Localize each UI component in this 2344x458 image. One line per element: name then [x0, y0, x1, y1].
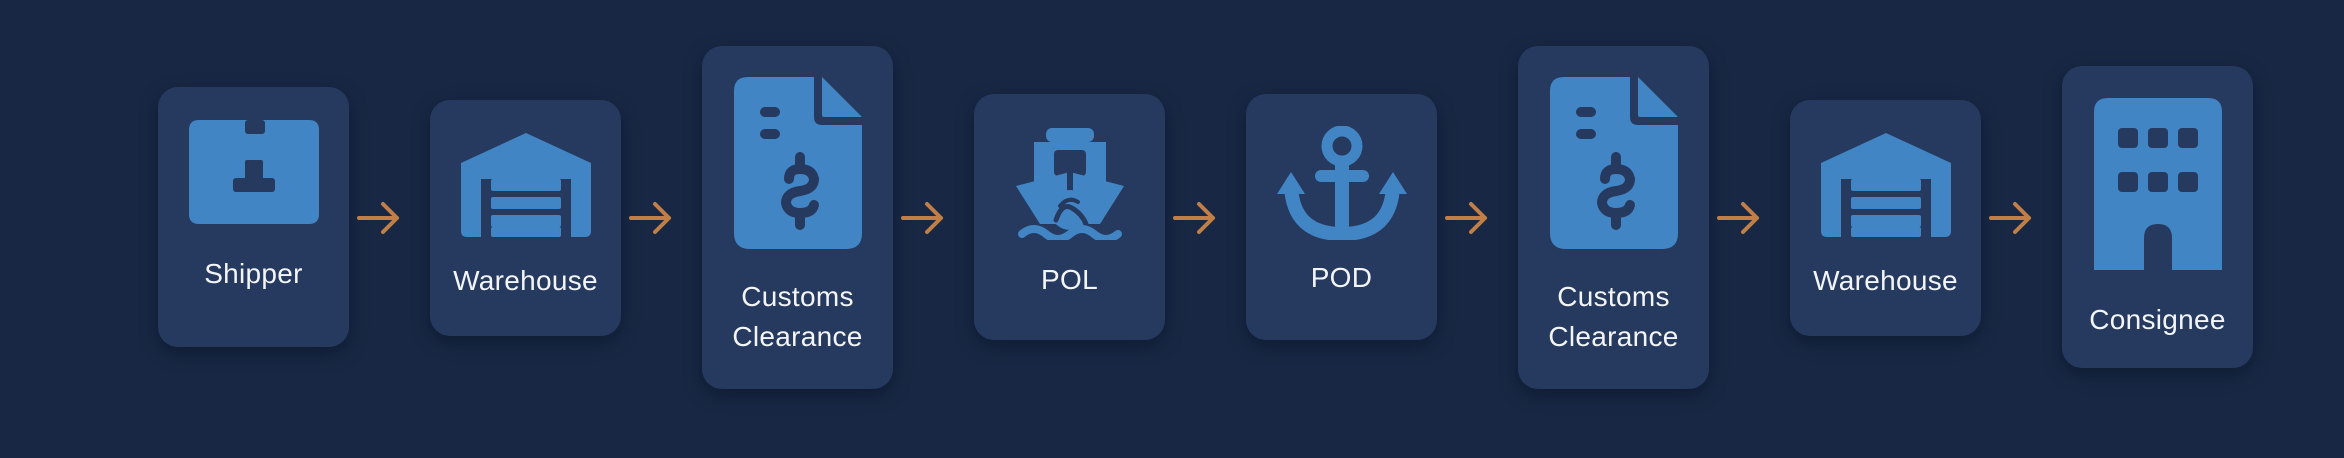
- step-warehouse-origin: Warehouse: [430, 100, 621, 336]
- arrow-right-icon: [629, 202, 671, 234]
- arrow-right-icon: [1989, 202, 2031, 234]
- arrow-right-icon: [1173, 202, 1215, 234]
- package-icon: [188, 120, 319, 224]
- step-pod: POD: [1246, 94, 1437, 340]
- step-label: POL: [1041, 264, 1098, 295]
- building-icon: [2093, 98, 2222, 270]
- step-warehouse-destination: Warehouse: [1790, 100, 1981, 336]
- step-label: Consignee: [2089, 304, 2226, 335]
- anchor-icon: [1276, 126, 1407, 240]
- arrow-right-icon: [901, 202, 943, 234]
- ship-icon: [1015, 128, 1124, 240]
- invoice-dollar-icon: [733, 77, 862, 249]
- step-label: Customs Clearance: [732, 281, 863, 352]
- arrow-right-icon: [1717, 202, 1759, 234]
- step-customs-clearance-origin: Customs Clearance: [702, 46, 893, 389]
- invoice-dollar-icon: [1549, 77, 1678, 249]
- step-label: Warehouse: [1813, 265, 1958, 296]
- step-label: Warehouse: [453, 265, 598, 296]
- step-shipper: Shipper: [158, 87, 349, 347]
- step-label: Shipper: [204, 258, 303, 289]
- arrow-right-icon: [1445, 202, 1487, 234]
- warehouse-icon: [460, 133, 591, 237]
- step-label: Customs Clearance: [1548, 281, 1679, 352]
- warehouse-icon: [1820, 133, 1951, 237]
- step-label: POD: [1310, 262, 1373, 293]
- step-pol: POL: [974, 94, 1165, 340]
- step-consignee: Consignee: [2062, 66, 2253, 368]
- arrow-right-icon: [357, 202, 399, 234]
- step-customs-clearance-destination: Customs Clearance: [1518, 46, 1709, 389]
